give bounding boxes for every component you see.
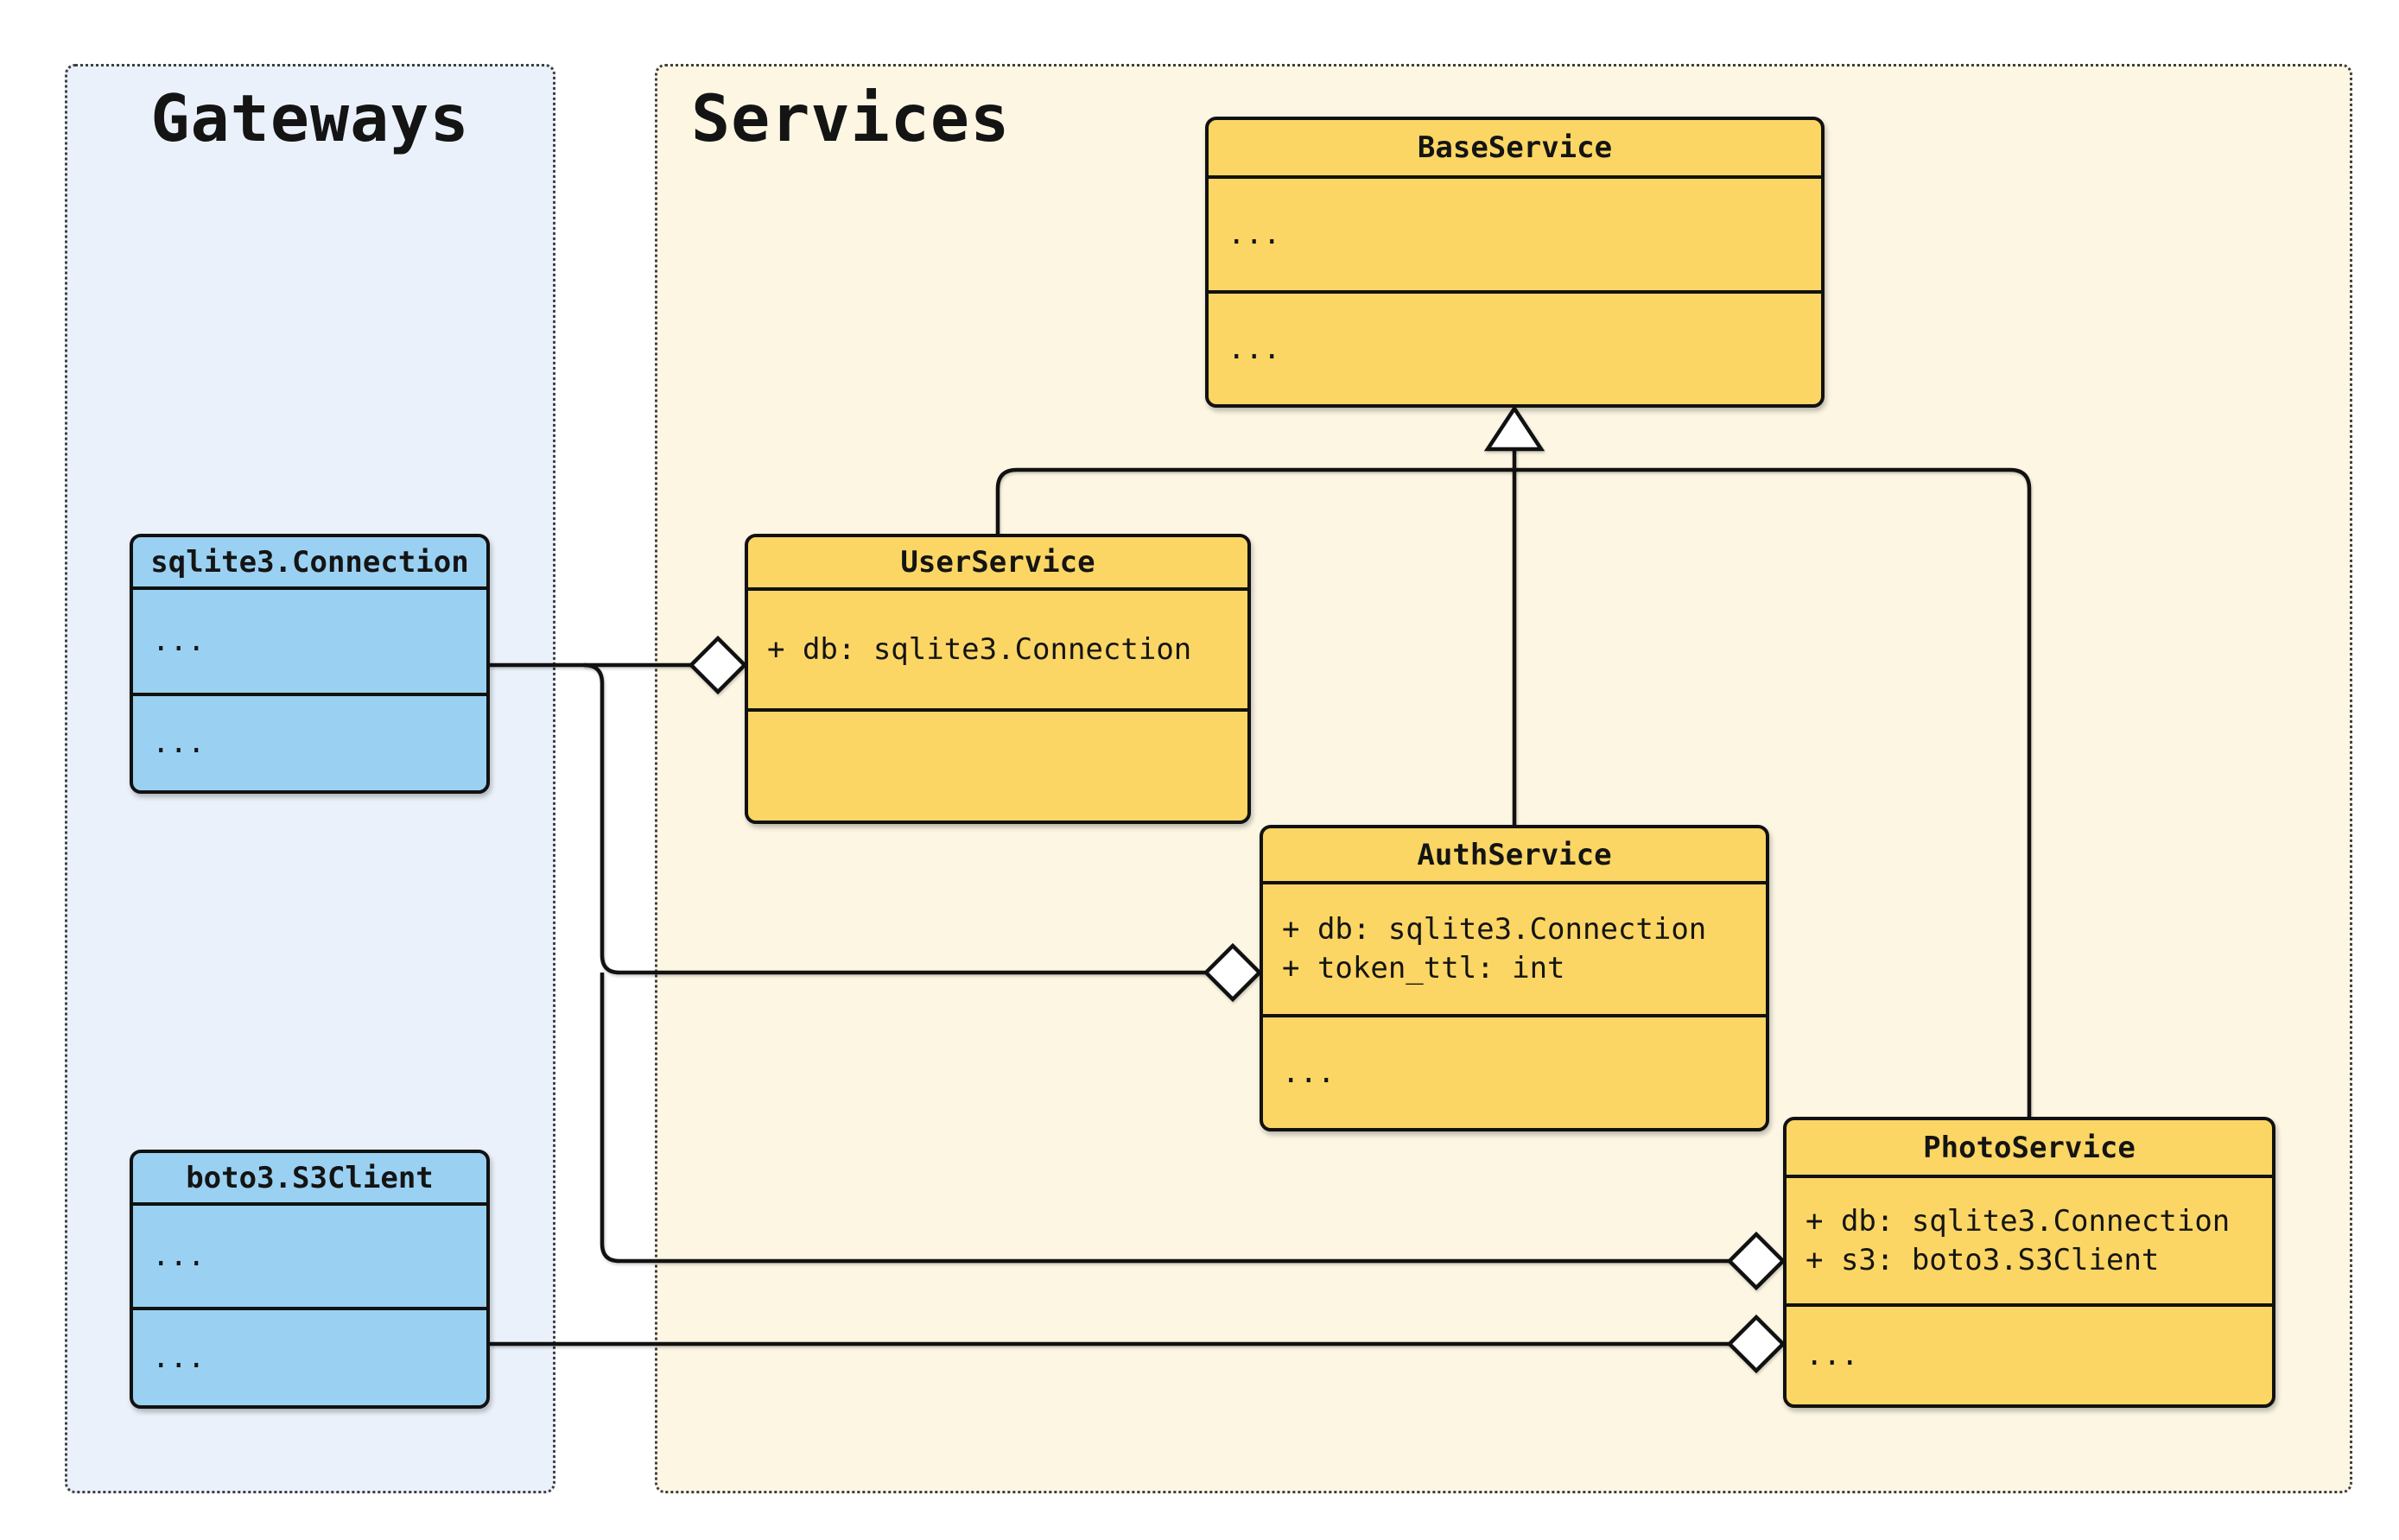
class-baseservice: BaseService ... ...: [1205, 117, 1825, 408]
attributes-compartment: + db: sqlite3.Connection + s3: boto3.S3C…: [1787, 1175, 2272, 1303]
methods-compartment: [748, 708, 1247, 821]
attributes-compartment: ...: [133, 586, 486, 693]
class-title: PhotoService: [1923, 1130, 2136, 1165]
methods-compartment: ...: [133, 1307, 486, 1405]
class-title: boto3.S3Client: [186, 1160, 434, 1195]
services-panel-title: Services: [691, 80, 1011, 156]
class-title: BaseService: [1417, 130, 1613, 165]
class-authservice: AuthService + db: sqlite3.Connection + t…: [1260, 825, 1769, 1131]
gateways-panel-title: Gateways: [150, 80, 470, 156]
class-title: UserService: [900, 545, 1095, 580]
class-title: sqlite3.Connection: [150, 544, 469, 580]
methods-compartment: ...: [1263, 1014, 1766, 1128]
attributes-compartment: ...: [133, 1202, 486, 1307]
methods-compartment: ...: [1787, 1303, 2272, 1404]
methods-compartment: ...: [133, 693, 486, 790]
class-userservice: UserService + db: sqlite3.Connection: [745, 534, 1251, 824]
methods-compartment: ...: [1209, 290, 1821, 404]
class-sqlite3-connection: sqlite3.Connection ... ...: [130, 534, 490, 794]
class-title: AuthService: [1417, 837, 1612, 872]
attributes-compartment: + db: sqlite3.Connection: [748, 587, 1247, 708]
attributes-compartment: ...: [1209, 175, 1821, 290]
class-boto3-s3client: boto3.S3Client ... ...: [130, 1150, 490, 1409]
attributes-compartment: + db: sqlite3.Connection + token_ttl: in…: [1263, 881, 1766, 1014]
class-photoservice: PhotoService + db: sqlite3.Connection + …: [1783, 1117, 2275, 1408]
